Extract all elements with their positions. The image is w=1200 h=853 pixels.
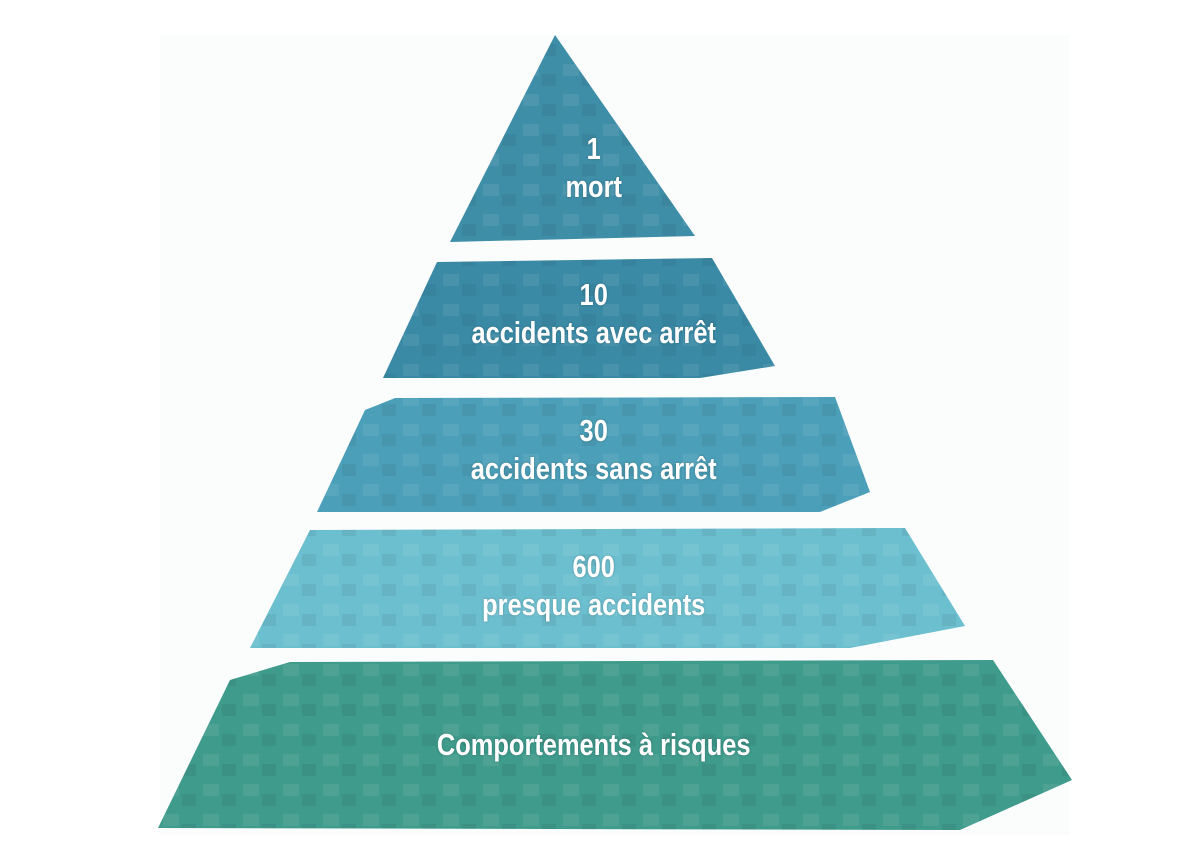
level-1-text: 1 mort	[102, 130, 1086, 206]
level-5-label: Comportements à risques	[436, 727, 751, 762]
level-4-number: 600	[572, 549, 615, 584]
pyramid-level-3-photo-texture	[317, 397, 870, 512]
pyramid-level-1-photo-texture	[450, 35, 695, 242]
pyramid-level-5-photo-texture	[158, 660, 1072, 830]
level-2-label: accidents avec arrêt	[471, 315, 716, 350]
level-3-label: accidents sans arrêt	[470, 451, 717, 486]
level-1-label: mort	[565, 169, 622, 204]
level-3-number: 30	[579, 413, 608, 448]
pyramid-level-2-photo-texture	[383, 258, 775, 378]
level-4-text: 600 presque accidents	[102, 548, 1086, 624]
pyramid-level-4-photo-texture	[250, 528, 965, 648]
level-1-number: 1	[586, 131, 601, 166]
level-2-text: 10 accidents avec arrêt	[102, 276, 1086, 352]
level-4-label: presque accidents	[482, 587, 706, 622]
level-3-text: 30 accidents sans arrêt	[102, 412, 1086, 488]
level-5-text: Comportements à risques	[102, 726, 1086, 764]
level-2-number: 10	[579, 277, 608, 312]
